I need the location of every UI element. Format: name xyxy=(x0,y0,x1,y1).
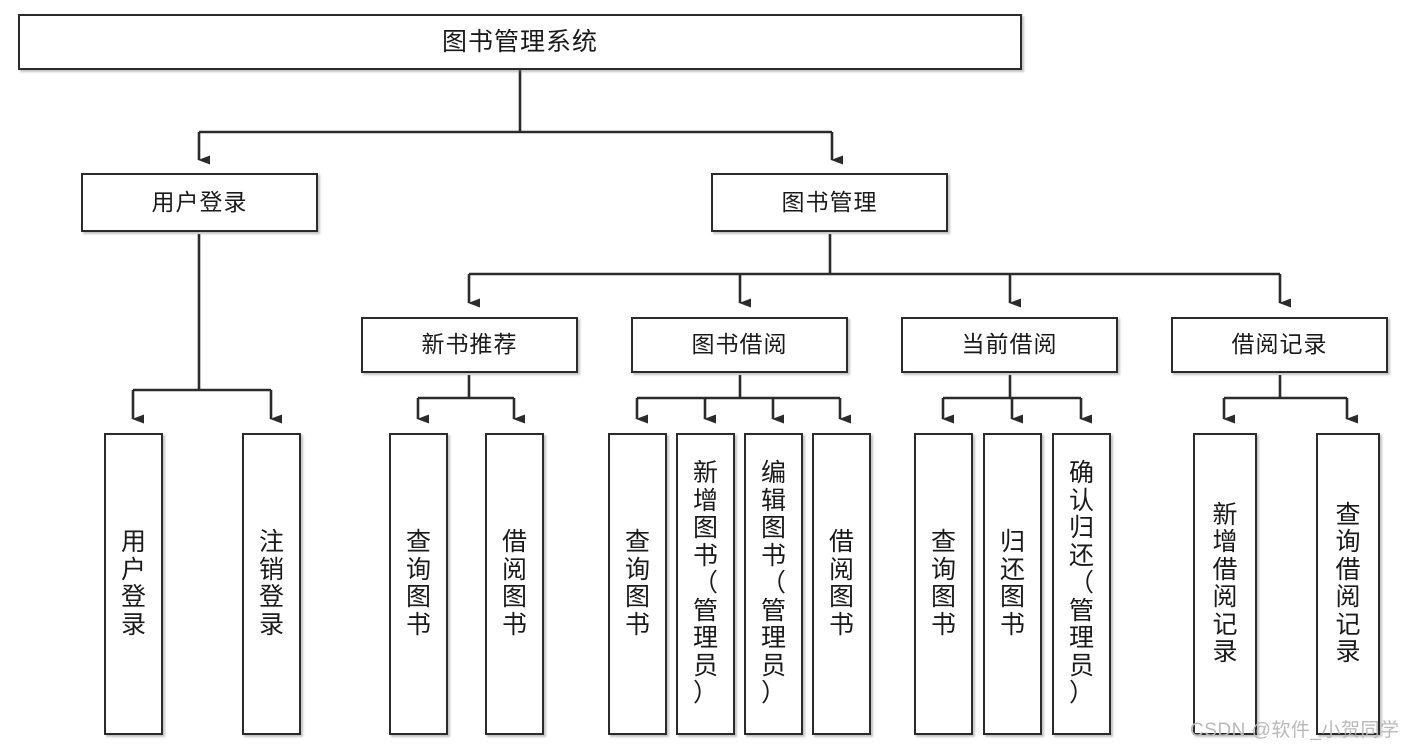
node-leaf-query-book-1[interactable]: 查 询 图 书 xyxy=(389,433,448,735)
node-leaf-query-book-3[interactable]: 查 询 图 书 xyxy=(914,433,973,735)
node-book-manage-label: 图书管理 xyxy=(781,188,878,215)
node-book-borrow[interactable]: 图书借阅 xyxy=(631,317,848,373)
node-leaf-query-record[interactable]: 查 询 借 阅 记 录 xyxy=(1316,433,1380,735)
node-leaf-logout-label: 注 销 登 录 xyxy=(258,528,284,639)
node-root-system-label: 图书管理系统 xyxy=(441,28,598,56)
node-leaf-add-book[interactable]: 新 增 图 书 （ 管 理 员 ） xyxy=(676,433,735,735)
node-leaf-query-record-label: 查 询 借 阅 记 录 xyxy=(1335,500,1361,666)
node-leaf-add-book-label: 新 增 图 书 （ 管 理 员 ） xyxy=(692,459,718,708)
node-leaf-confirm-return-label: 确 认 归 还 （ 管 理 员 ） xyxy=(1068,459,1094,708)
node-leaf-borrow-book-1[interactable]: 借 阅 图 书 xyxy=(485,433,544,735)
node-user-login-label: 用户登录 xyxy=(151,188,248,215)
node-book-borrow-label: 图书借阅 xyxy=(691,331,788,358)
node-leaf-return-book[interactable]: 归 还 图 书 xyxy=(983,433,1042,735)
node-leaf-edit-book[interactable]: 编 辑 图 书 （ 管 理 员 ） xyxy=(744,433,803,735)
node-leaf-query-book-2[interactable]: 查 询 图 书 xyxy=(608,433,667,735)
node-leaf-query-book-1-label: 查 询 图 书 xyxy=(405,528,431,639)
node-leaf-edit-book-label: 编 辑 图 书 （ 管 理 员 ） xyxy=(760,459,786,708)
node-leaf-borrow-book-2-label: 借 阅 图 书 xyxy=(828,528,854,639)
node-leaf-query-book-2-label: 查 询 图 书 xyxy=(624,528,650,639)
node-leaf-user-login[interactable]: 用 户 登 录 xyxy=(104,433,163,735)
node-leaf-query-book-3-label: 查 询 图 书 xyxy=(930,528,956,639)
node-current-borrow-label: 当前借阅 xyxy=(961,331,1058,358)
node-new-book-recommend-label: 新书推荐 xyxy=(421,331,518,358)
node-book-manage[interactable]: 图书管理 xyxy=(711,173,948,232)
node-leaf-add-record[interactable]: 新 增 借 阅 记 录 xyxy=(1193,433,1257,735)
node-current-borrow[interactable]: 当前借阅 xyxy=(901,317,1118,373)
node-root-system[interactable]: 图书管理系统 xyxy=(18,14,1022,70)
node-leaf-return-book-label: 归 还 图 书 xyxy=(999,528,1025,639)
node-leaf-logout[interactable]: 注 销 登 录 xyxy=(242,433,301,735)
node-leaf-confirm-return[interactable]: 确 认 归 还 （ 管 理 员 ） xyxy=(1052,433,1111,735)
node-borrow-record[interactable]: 借阅记录 xyxy=(1171,317,1388,373)
node-borrow-record-label: 借阅记录 xyxy=(1231,331,1328,358)
node-user-login[interactable]: 用户登录 xyxy=(81,173,318,232)
csdn-watermark: CSDN @软件_小贺同学 xyxy=(1190,720,1400,741)
node-leaf-user-login-label: 用 户 登 录 xyxy=(120,528,146,639)
node-leaf-borrow-book-2[interactable]: 借 阅 图 书 xyxy=(812,433,871,735)
node-leaf-borrow-book-1-label: 借 阅 图 书 xyxy=(501,528,527,639)
node-leaf-add-record-label: 新 增 借 阅 记 录 xyxy=(1212,500,1238,666)
node-new-book-recommend[interactable]: 新书推荐 xyxy=(361,317,578,373)
